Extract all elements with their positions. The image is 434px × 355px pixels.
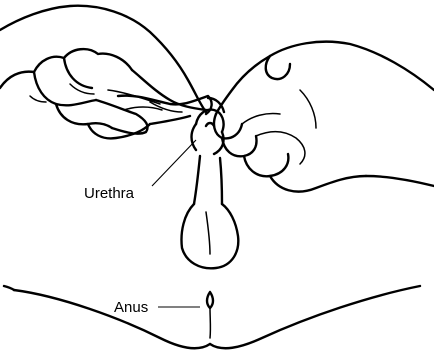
urethra-label: Urethra xyxy=(84,186,134,201)
right-hand-drawing xyxy=(208,42,434,192)
penis-drawing xyxy=(192,110,224,204)
anus-mark xyxy=(207,292,213,338)
scrotum-drawing xyxy=(182,204,239,268)
left-hand-drawing xyxy=(0,6,206,139)
urethra-leader-line xyxy=(152,140,196,186)
anus-label: Anus xyxy=(114,300,148,315)
